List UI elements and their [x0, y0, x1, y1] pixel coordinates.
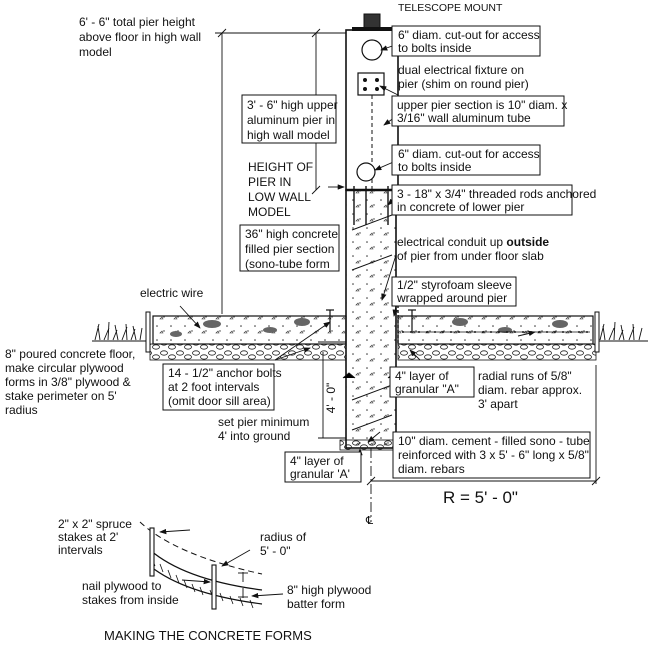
form-detail	[139, 521, 263, 610]
cutout-top	[361, 39, 383, 61]
form-detail-leaders	[159, 528, 284, 599]
label-radius-detail: radius of 5' - 0"	[260, 530, 309, 558]
label-styrofoam: 1/2" styrofoam sleeve wrapped around pie…	[396, 278, 515, 305]
label-concrete-section: 36" high concrete filled pier section (s…	[245, 227, 341, 271]
label-cutout-mid: 6" diam. cut-out for access to bolts ins…	[398, 147, 543, 174]
label-nail-plywood: nail plywood to stakes from inside	[82, 579, 179, 607]
dual-electrical-fixture	[357, 72, 385, 96]
label-granular-base: 4" layer of granular 'A'	[290, 454, 350, 481]
ground-line	[92, 321, 648, 342]
label-threaded-rods: 3 - 18" x 3/4" threaded rods anchored in…	[397, 187, 600, 214]
label-dual-fixture: dual electrical fixture on pier (shim on…	[398, 63, 529, 91]
label-boxes	[162, 25, 591, 483]
stake-right	[594, 311, 600, 353]
leader-lines	[179, 43, 536, 456]
label-electric-wire: electric wire	[140, 286, 204, 300]
label-centerline: ℄	[365, 515, 373, 527]
dim-total-height	[215, 28, 346, 314]
lower-concrete-pier	[345, 189, 397, 449]
label-batter-form: 8" high plywood batter form	[287, 583, 375, 611]
gravel-layer-right	[397, 343, 597, 361]
pier-rebar	[351, 214, 393, 431]
label-total-height: 6' - 6" total pier height above floor in…	[79, 15, 204, 59]
label-floor: 8" poured concrete floor, make circular …	[5, 347, 139, 417]
telescope-mount	[352, 13, 392, 31]
dim-depth	[318, 341, 346, 439]
label-low-wall-height: HEIGHT OF PIER IN LOW WALL MODEL	[248, 160, 316, 219]
cutout-mid	[356, 162, 376, 182]
label-radius-dim: R = 5' - 0"	[443, 488, 518, 507]
label-granular-floor: 4" layer of granular "A"	[395, 369, 459, 396]
label-conduit: electrical conduit up outside of pier fr…	[397, 235, 552, 263]
label-depth-dim: 4' - 0"	[324, 383, 338, 414]
anchor-bolts	[326, 309, 416, 332]
label-section-title: MAKING THE CONCRETE FORMS	[104, 628, 312, 643]
stake-left	[145, 311, 151, 353]
label-anchor-bolts: 14 - 1/2" anchor bolts at 2 foot interva…	[168, 366, 285, 408]
dim-radius	[366, 365, 601, 486]
label-telescope-mount: TELESCOPE MOUNT	[398, 2, 503, 14]
label-upper-section-desc: upper pier section is 10" diam. x 3/16" …	[397, 98, 571, 125]
label-cutout-top: 6" diam. cut-out for access to bolts ins…	[398, 28, 543, 55]
label-set-pier: set pier minimum 4' into ground	[218, 415, 313, 443]
floor-slab-left	[152, 315, 347, 345]
gravel-layer-left	[149, 343, 347, 361]
label-rebar-runs: radial runs of 5/8" diam. rebar approx. …	[478, 369, 585, 411]
label-sono-tube: 10" diam. cement - filled sono - tube re…	[398, 434, 593, 476]
label-upper-section-height: 3' - 6" high upper aluminum pier in high…	[247, 98, 341, 142]
label-spruce-stakes: 2" x 2" spruce stakes at 2' intervals	[58, 517, 135, 557]
floor-slab-right	[397, 315, 594, 345]
